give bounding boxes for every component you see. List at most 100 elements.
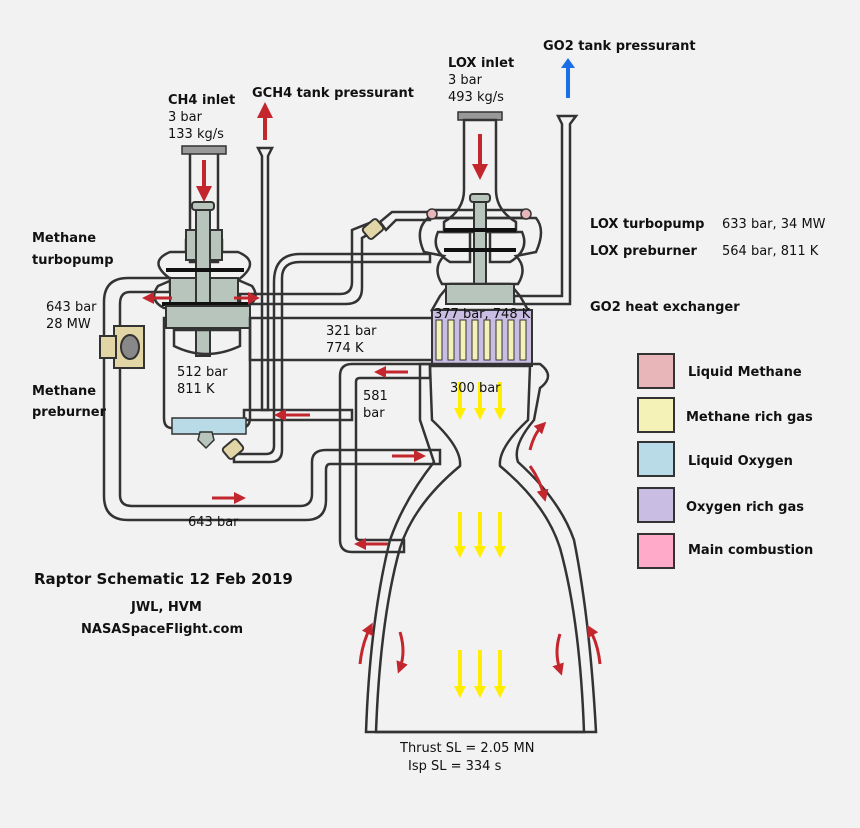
- labels: CH4 inlet 3 bar 133 kg/s GCH4 tank press…: [32, 39, 826, 774]
- main-injector-tube-2: [447, 319, 455, 361]
- crossover-joint-right: [520, 208, 532, 220]
- ch4-inlet-pressure: 3 bar: [168, 110, 203, 125]
- go2-heat-exchanger-label: GO2 heat exchanger: [590, 300, 740, 315]
- flow-arrows-red: [142, 102, 602, 676]
- lox-preburner-spec: 564 bar, 811 K: [722, 244, 819, 259]
- methane-gas-temp: 774 K: [326, 341, 364, 356]
- cooling-pressure: 581: [363, 389, 388, 404]
- legend-swatch-oxygen-rich-gas: [637, 487, 675, 523]
- main-injector-tube-1: [435, 319, 443, 361]
- oxygen-gas-spec: 377 bar, 748 K: [434, 307, 531, 322]
- methane-turbopump-pressure: 643 bar: [46, 300, 97, 315]
- methane-preburner-label-1: Methane: [32, 384, 96, 399]
- main-injector-tube-4: [471, 319, 479, 361]
- return-pressure: 643 bar: [188, 515, 239, 530]
- methane-preburner-igniter: [197, 431, 215, 450]
- arrow-yellow-head-5: [474, 546, 486, 558]
- go2-tank-pressurant-label: GO2 tank pressurant: [543, 39, 696, 54]
- methane-preburner-pressure: 512 bar: [177, 365, 228, 380]
- lox-turbopump-label: LOX turbopump: [590, 217, 705, 232]
- lox-inlet-title: LOX inlet: [448, 56, 514, 71]
- lox-pump-housing: [418, 216, 543, 286]
- isp-label: Isp SL = 334 s: [408, 759, 502, 774]
- caption-authors: JWL, HVM: [130, 600, 202, 615]
- lox-turbopump-spec: 633 bar, 34 MW: [722, 217, 826, 232]
- lox-preburner-label: LOX preburner: [590, 244, 698, 259]
- gch4-tank-pressurant-label: GCH4 tank pressurant: [252, 86, 414, 101]
- methane-preburner-valve-plate: [99, 335, 117, 359]
- arrow-yellow-head-7: [454, 686, 466, 698]
- lox-pump-cap: [469, 193, 491, 203]
- methane-turbopump: [99, 201, 257, 450]
- methane-turbopump-label-1: Methane: [32, 231, 96, 246]
- legend-swatch-liquid-methane: [637, 353, 675, 389]
- legend-label-liquid-oxygen: Liquid Oxygen: [688, 454, 793, 469]
- arrow-yellow-head-1: [454, 408, 466, 420]
- methane-crossover-valve: [361, 218, 385, 240]
- lox-preburner-valve: [221, 438, 245, 460]
- methane-preburner-valve-disc: [120, 334, 140, 360]
- lox-turbine-oxgas-right: [488, 230, 526, 264]
- ch4-inlet-flow: 133 kg/s: [168, 127, 224, 142]
- legend-label-oxygen-rich-gas: Oxygen rich gas: [686, 500, 804, 515]
- methane-preburner-temp: 811 K: [177, 382, 215, 397]
- arrow-nozzle-curve-1: [528, 421, 547, 451]
- lox-preburner-metal: [445, 283, 515, 305]
- main-injector-tube-7: [507, 319, 515, 361]
- valves: [221, 208, 532, 460]
- crossover-joint-left: [426, 208, 438, 220]
- main-injector-tube-6: [495, 319, 503, 361]
- methane-left-loop-pipe: [102, 276, 442, 522]
- ch4-inlet-title: CH4 inlet: [168, 93, 235, 108]
- arrow-yellow-head-2: [474, 408, 486, 420]
- main-injector-tube-8: [519, 319, 527, 361]
- flow-arrows-yellow: [454, 382, 506, 698]
- arrow-nozzle-curve-6: [587, 624, 602, 665]
- lox-inlet-flow: 493 kg/s: [448, 90, 504, 105]
- lox-pump-shaft: [473, 195, 487, 285]
- nozzle-jacket: [364, 362, 598, 734]
- legend-label-liquid-methane: Liquid Methane: [688, 365, 802, 380]
- methane-turbopump-power: 28 MW: [46, 317, 91, 332]
- arrow-nozzle-curve-5: [552, 633, 564, 676]
- methane-pump-cap: [191, 201, 215, 211]
- caption-site: NASASpaceFlight.com: [81, 622, 243, 637]
- legend: Liquid Methane Methane rich gas Liquid O…: [637, 353, 813, 569]
- ch4-inlet-flange: [181, 145, 227, 155]
- main-chamber-nozzle: [364, 362, 598, 734]
- arrow-yellow-head-3: [494, 408, 506, 420]
- arrow-yellow-head-8: [474, 686, 486, 698]
- methane-gas-pressure: 321 bar: [326, 324, 377, 339]
- main-injector-tube-3: [459, 319, 467, 361]
- lox-turbine-oxgas: [434, 230, 472, 264]
- arrow-go2-up-head: [561, 58, 575, 68]
- legend-swatch-main-combustion: [637, 533, 675, 569]
- arrow-yellow-head-4: [454, 546, 466, 558]
- methane-preburner-chamber: [172, 328, 242, 356]
- lox-inlet-pressure: 3 bar: [448, 73, 483, 88]
- main-combustion-chamber: [374, 364, 586, 734]
- arrow-yellow-head-6: [494, 546, 506, 558]
- methane-pump-shaft: [195, 205, 211, 357]
- legend-swatch-liquid-oxygen: [637, 441, 675, 477]
- arrow-yellow-head-9: [494, 686, 506, 698]
- arrow-nozzle-curve-2: [528, 465, 549, 502]
- chamber-pressure: 300 bar: [450, 381, 501, 396]
- arrow-nozzle-curve-4: [396, 631, 408, 674]
- methane-preburner-metal: [165, 305, 251, 329]
- arrow-nozzle-curve-3: [358, 622, 373, 665]
- caption-title: Raptor Schematic 12 Feb 2019: [34, 570, 293, 588]
- main-injector-tube-5: [483, 319, 491, 361]
- cooling-pressure-unit: bar: [363, 406, 385, 421]
- legend-label-main-combustion: Main combustion: [688, 543, 813, 558]
- legend-swatch-methane-rich-gas: [637, 397, 675, 433]
- flow-arrows-blue: [561, 58, 575, 98]
- lox-turbopump: [418, 193, 543, 312]
- thrust-label: Thrust SL = 2.05 MN: [399, 741, 534, 756]
- methane-preburner-label-2: preburner: [32, 405, 107, 420]
- caption: Raptor Schematic 12 Feb 2019 JWL, HVM NA…: [34, 570, 293, 637]
- methane-top-pipe: [378, 210, 432, 232]
- methane-turbopump-label-2: turbopump: [32, 253, 114, 268]
